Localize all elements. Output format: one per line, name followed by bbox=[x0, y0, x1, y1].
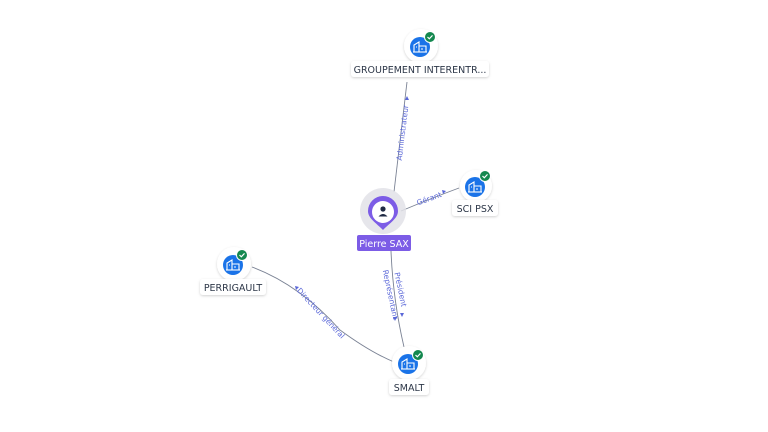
company-node-groupement[interactable]: GROUPEMENT INTERENTR... bbox=[351, 29, 489, 77]
arrowheads bbox=[295, 96, 446, 321]
edge-gerant bbox=[400, 187, 460, 212]
edge-directeur bbox=[251, 266, 395, 363]
check-icon bbox=[482, 173, 488, 179]
edge-president bbox=[390, 250, 405, 348]
company-label-box bbox=[389, 379, 429, 395]
building-icon bbox=[226, 259, 240, 271]
check-icon bbox=[427, 34, 433, 40]
arrowhead-representant bbox=[400, 313, 404, 317]
company-node-scipsx[interactable]: SCI PSX bbox=[452, 170, 498, 216]
building-icon bbox=[413, 41, 427, 53]
edges bbox=[251, 81, 460, 363]
person-label-box bbox=[357, 235, 411, 251]
verified-badge-icon bbox=[412, 349, 424, 361]
arrowhead-gerant bbox=[442, 190, 446, 194]
arrowhead-directeur bbox=[295, 286, 299, 290]
company-label-groupement: GROUPEMENT INTERENTR... bbox=[354, 65, 487, 76]
company-node-smalt[interactable]: SMALT bbox=[389, 346, 429, 395]
verified-badge-icon bbox=[479, 170, 491, 182]
company-label-perrigault: PERRIGAULT bbox=[204, 283, 263, 294]
edge-label-gerant: Gérant bbox=[415, 190, 442, 207]
company-label-box bbox=[200, 279, 266, 295]
verified-badge-icon bbox=[424, 31, 436, 43]
person-node[interactable]: Pierre SAX bbox=[357, 188, 411, 251]
edge-label-administrateur: Administrateur bbox=[395, 103, 411, 160]
edge-administrateur bbox=[393, 81, 408, 193]
person-pin-inner bbox=[372, 201, 394, 223]
building-icon bbox=[401, 358, 415, 370]
check-icon bbox=[239, 252, 245, 258]
verified-badge-icon bbox=[236, 249, 248, 261]
person-icon bbox=[378, 206, 388, 217]
company-label-box bbox=[452, 200, 498, 216]
edge-label-directeur: Directeur général bbox=[295, 286, 346, 340]
company-label-scipsx: SCI PSX bbox=[457, 204, 494, 215]
arrowhead-administrateur bbox=[405, 96, 409, 100]
company-label-smalt: SMALT bbox=[394, 383, 425, 394]
arrowhead-president bbox=[393, 317, 397, 321]
building-icon bbox=[468, 181, 482, 193]
company-label-box bbox=[351, 61, 489, 77]
person-label: Pierre SAX bbox=[359, 239, 409, 250]
check-icon bbox=[415, 352, 421, 358]
company-node-perrigault[interactable]: PERRIGAULT bbox=[200, 247, 266, 295]
